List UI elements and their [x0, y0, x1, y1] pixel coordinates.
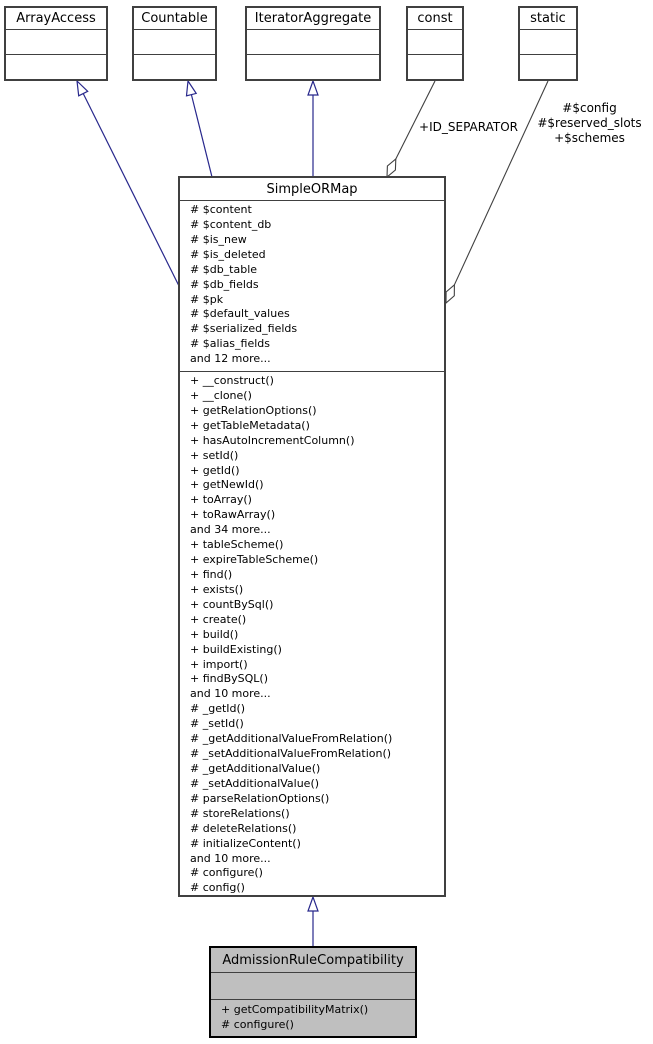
member-line: # $is_deleted	[190, 247, 266, 261]
edge-label-id-separator: +ID_SEPARATOR	[419, 120, 518, 134]
inheritance-arrowhead	[185, 79, 198, 97]
attributes-compartment	[211, 972, 415, 999]
member-line: + getNewId()	[190, 478, 264, 492]
edge-label-line: +$schemes	[554, 131, 625, 145]
member-line: + getCompatibilityMatrix()	[221, 1003, 369, 1016]
member-line: + build()	[190, 627, 239, 641]
member-line: + create()	[190, 612, 247, 626]
member-line: # $db_fields	[190, 277, 259, 291]
class-box-static: static	[518, 6, 578, 81]
member-line: # _getAdditionalValueFromRelation()	[190, 732, 393, 746]
member-line: # configure()	[221, 1017, 294, 1031]
member-line: and 10 more...	[190, 851, 271, 865]
member-line: # parseRelationOptions()	[190, 791, 330, 805]
class-title: IteratorAggregate	[254, 11, 372, 26]
class-title: const	[417, 11, 453, 26]
member-line: # _setAdditionalValue()	[190, 776, 320, 790]
member-line: # $content_db	[190, 217, 272, 231]
member-line: + import()	[190, 657, 248, 671]
inheritance-arrowhead	[307, 895, 319, 912]
attributes-compartment: # $content# $content_db# $is_new# $is_de…	[180, 200, 444, 371]
member-line: # _getId()	[190, 702, 246, 716]
class-title: ArrayAccess	[16, 11, 96, 26]
class-title: static	[530, 11, 566, 26]
member-line: + toRawArray()	[190, 508, 276, 522]
member-line: + getTableMetadata()	[190, 418, 310, 432]
member-line: + tableScheme()	[190, 538, 284, 552]
attributes-compartment	[408, 29, 462, 54]
methods-compartment: + __construct()+ __clone()+ getRelationO…	[180, 371, 444, 895]
member-line: # $default_values	[190, 307, 290, 321]
class-box-iteratoraggregate[interactable]: IteratorAggregate	[245, 6, 381, 81]
aggregation-diamond	[386, 157, 397, 179]
member-line: + setId()	[190, 448, 239, 462]
attributes-compartment	[134, 29, 215, 54]
member-line: # $is_new	[190, 232, 247, 246]
methods-compartment	[408, 54, 462, 79]
member-line: # $alias_fields	[190, 337, 271, 351]
inheritance-edge-countable	[185, 79, 213, 178]
member-line: + exists()	[190, 582, 244, 596]
class-box-countable[interactable]: Countable	[132, 6, 217, 81]
class-title: Countable	[141, 11, 208, 26]
member-line: # configure()	[190, 866, 263, 880]
methods-compartment	[247, 54, 379, 79]
methods-compartment	[134, 54, 215, 79]
member-line: and 10 more...	[190, 687, 271, 701]
inheritance-arrowhead	[307, 79, 319, 96]
methods-compartment	[520, 54, 576, 79]
member-line: + getId()	[190, 463, 240, 477]
member-line: # $db_table	[190, 262, 258, 276]
edge-label-static-members: #$config #$reserved_slots +$schemes	[527, 101, 652, 146]
member-line: # storeRelations()	[190, 806, 290, 820]
member-line: and 12 more...	[190, 352, 271, 366]
member-line: and 34 more...	[190, 523, 271, 537]
member-line: # _setAdditionalValueFromRelation()	[190, 747, 392, 761]
member-line: + __clone()	[190, 388, 252, 402]
member-line: + buildExisting()	[190, 642, 282, 656]
class-box-arrayaccess[interactable]: ArrayAccess	[4, 6, 108, 81]
member-line: + __construct()	[190, 374, 274, 387]
methods-compartment	[6, 54, 106, 79]
class-box-admissionrulecompatibility[interactable]: AdmissionRuleCompatibility + getCompatib…	[209, 946, 417, 1038]
attributes-compartment	[247, 29, 379, 54]
edge-label-line: #$config	[562, 101, 617, 115]
member-line: # _setId()	[190, 717, 244, 731]
usage-edge-static	[445, 80, 549, 305]
member-line: # $content	[190, 203, 252, 216]
member-line: # deleteRelations()	[190, 821, 297, 835]
class-title: AdmissionRuleCompatibility	[222, 953, 404, 968]
aggregation-diamond	[445, 283, 455, 305]
member-line: # $pk	[190, 292, 224, 306]
member-line: + expireTableScheme()	[190, 553, 319, 567]
class-box-const: const	[406, 6, 464, 81]
inheritance-edge-admissionrulecompatibility	[307, 895, 319, 947]
edge-label-line: #$reserved_slots	[537, 116, 642, 130]
attributes-compartment	[6, 29, 106, 54]
member-line: # initializeContent()	[190, 836, 301, 850]
member-line: + findBySQL()	[190, 672, 269, 686]
member-line: + find()	[190, 567, 233, 581]
member-line: + countBySql()	[190, 597, 274, 611]
member-line: # $serialized_fields	[190, 322, 298, 336]
member-line: + getRelationOptions()	[190, 403, 317, 417]
member-line: + toArray()	[190, 493, 252, 507]
inheritance-edge-iteratoraggregate	[307, 79, 319, 177]
inheritance-edge-arrayaccess	[76, 79, 181, 289]
member-line: # _getAdditionalValue()	[190, 761, 321, 775]
attributes-compartment	[520, 29, 576, 54]
class-title: SimpleORMap	[266, 182, 358, 197]
member-line: # config()	[190, 881, 245, 895]
methods-compartment: + getCompatibilityMatrix()# configure()	[211, 999, 415, 1036]
usage-edge-const	[386, 80, 436, 179]
class-box-simpleormap[interactable]: SimpleORMap # $content# $content_db# $is…	[178, 176, 446, 897]
inheritance-arrowhead	[76, 79, 89, 97]
member-line: + hasAutoIncrementColumn()	[190, 433, 355, 447]
